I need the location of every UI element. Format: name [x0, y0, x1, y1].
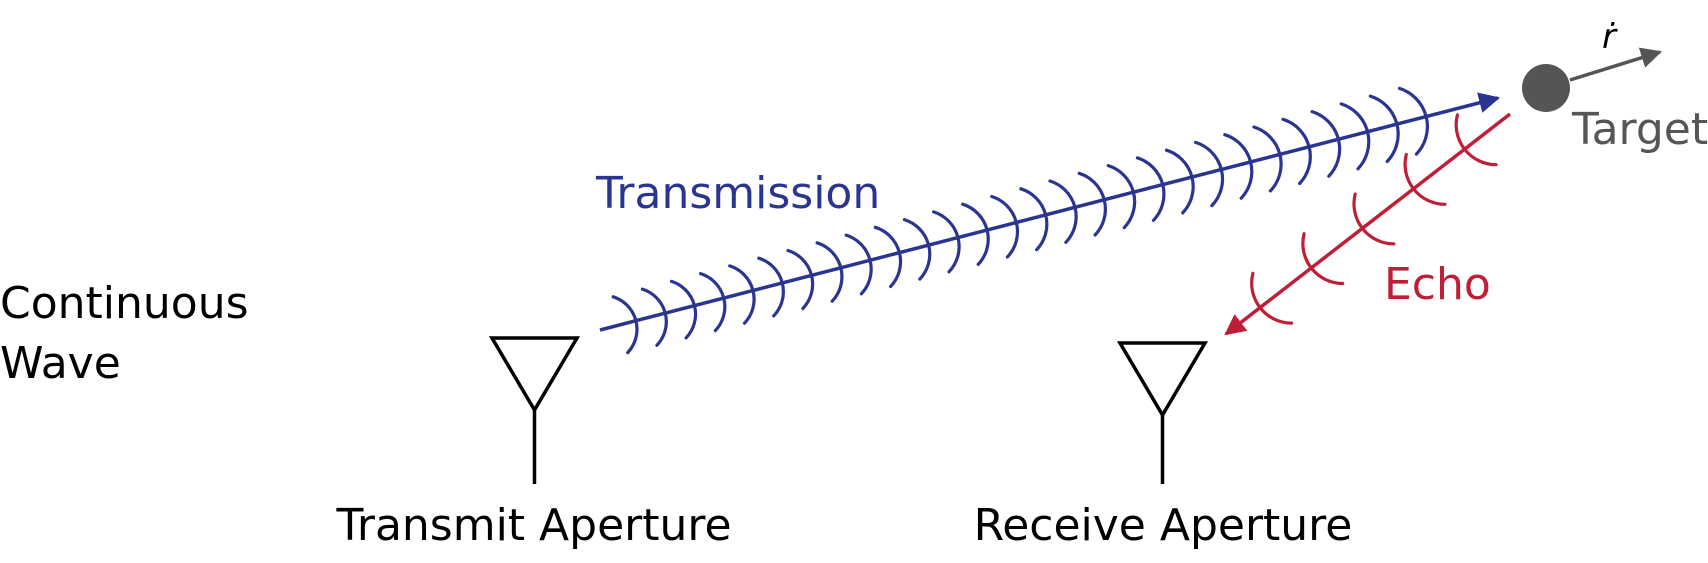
target-dot-icon [1522, 64, 1570, 112]
mode-label-line2: Wave [0, 338, 121, 389]
velocity-symbol: ṙ [1602, 17, 1618, 57]
velocity-arrow [1569, 47, 1663, 82]
echo-label: Echo [1384, 259, 1491, 310]
transmit-aperture-label: Transmit Aperture [335, 500, 731, 551]
echo-arrow [1224, 112, 1512, 336]
receive-aperture-label: Receive Aperture [974, 500, 1353, 551]
mode-label-line1: Continuous [0, 278, 249, 329]
transmission-label: Transmission [595, 168, 880, 219]
receive-antenna-icon [1116, 341, 1209, 484]
target-label: Target [1571, 104, 1708, 155]
transmission-arrow [599, 92, 1501, 332]
transmit-antenna-icon [488, 336, 581, 484]
